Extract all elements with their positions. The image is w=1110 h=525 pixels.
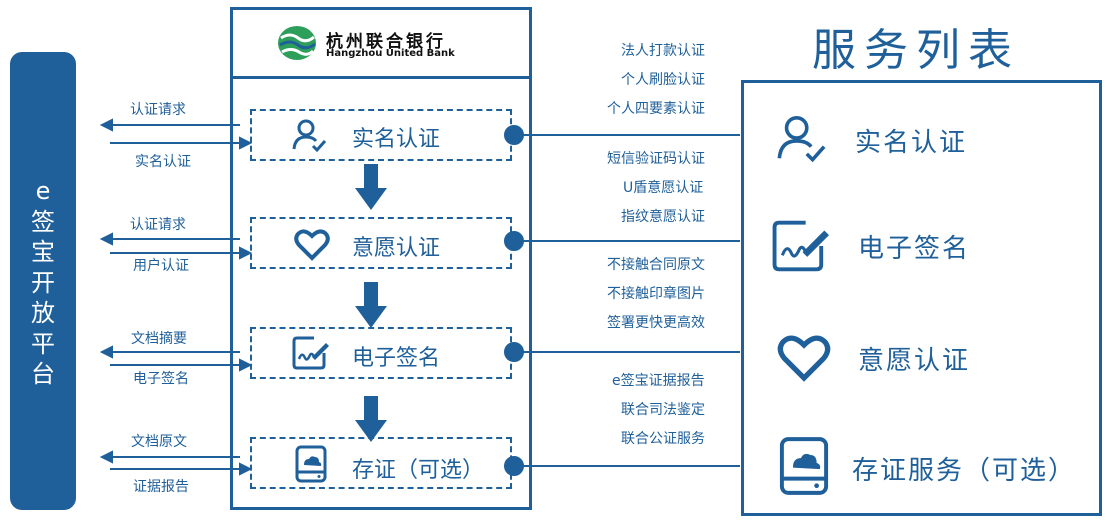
- detail-text: 个人四要素认证: [607, 101, 705, 117]
- left-arrows: [100, 118, 252, 476]
- bank-header-divider: [230, 76, 532, 79]
- detail-text: 短信验证码认证: [607, 151, 705, 167]
- bank-name-cn: 杭州联合银行: [326, 32, 446, 52]
- bank-name-en: Hangzhou United Bank: [326, 48, 455, 59]
- detail-text: 个人刷脸认证: [621, 72, 705, 88]
- step-label: 存证（可选）: [352, 458, 485, 483]
- platform-label-text: e签宝开放平台: [31, 177, 55, 388]
- heart-icon: [777, 335, 831, 382]
- platform-label: e签宝开放平台: [10, 176, 76, 390]
- arrow-label-out: 认证请求: [130, 217, 186, 233]
- cloud-storage-icon: [295, 445, 327, 483]
- detail-text: 法人打款认证: [621, 43, 705, 59]
- arrow-label-in: 实名认证: [135, 154, 191, 170]
- cloud-storage-icon: [779, 437, 829, 495]
- detail-text: 指纹意愿认证: [621, 209, 705, 225]
- heart-icon: [294, 229, 330, 261]
- detail-text: 签署更快更高效: [607, 315, 705, 331]
- service-list-title: 服务列表: [812, 25, 1020, 76]
- step-label: 实名认证: [352, 127, 441, 152]
- detail-text: 不接触印章图片: [607, 286, 705, 302]
- detail-text: 联合公证服务: [621, 431, 705, 447]
- service-item-label: 意愿认证: [858, 346, 971, 376]
- arrow-label-out: 文档摘要: [131, 331, 187, 347]
- bank-logo-icon: [278, 26, 316, 60]
- service-list-box: [741, 80, 1102, 516]
- signature-pen-icon: [292, 336, 329, 370]
- platform-bar: [10, 52, 76, 510]
- service-item-label: 实名认证: [855, 128, 968, 158]
- arrow-label-out: 认证请求: [130, 102, 186, 118]
- detail-text: 不接触合同原文: [607, 257, 705, 273]
- service-item-label: 存证服务（可选）: [852, 456, 1077, 486]
- flow-arrow-down-icon: [355, 164, 387, 210]
- user-check-icon: [777, 115, 826, 163]
- bank-process-box: [230, 7, 532, 510]
- service-connectors: [504, 125, 740, 476]
- arrow-label-in: 用户认证: [133, 258, 189, 274]
- flow-arrow-down-icon: [355, 396, 387, 442]
- service-item-label: 电子签名: [858, 234, 971, 264]
- arrow-label-in: 电子签名: [133, 371, 189, 387]
- detail-text: 联合司法鉴定: [621, 402, 705, 418]
- step-label: 意愿认证: [352, 236, 441, 261]
- flow-arrow-down-icon: [355, 282, 387, 328]
- step-label: 电子签名: [352, 346, 441, 371]
- arrow-label-out: 文档原文: [131, 434, 187, 450]
- detail-text: U盾意愿认证: [623, 180, 704, 196]
- user-check-icon: [292, 119, 327, 153]
- signature-pen-icon: [772, 220, 829, 272]
- detail-text: e签宝证据报告: [612, 373, 705, 389]
- arrow-label-in: 证据报告: [133, 479, 189, 495]
